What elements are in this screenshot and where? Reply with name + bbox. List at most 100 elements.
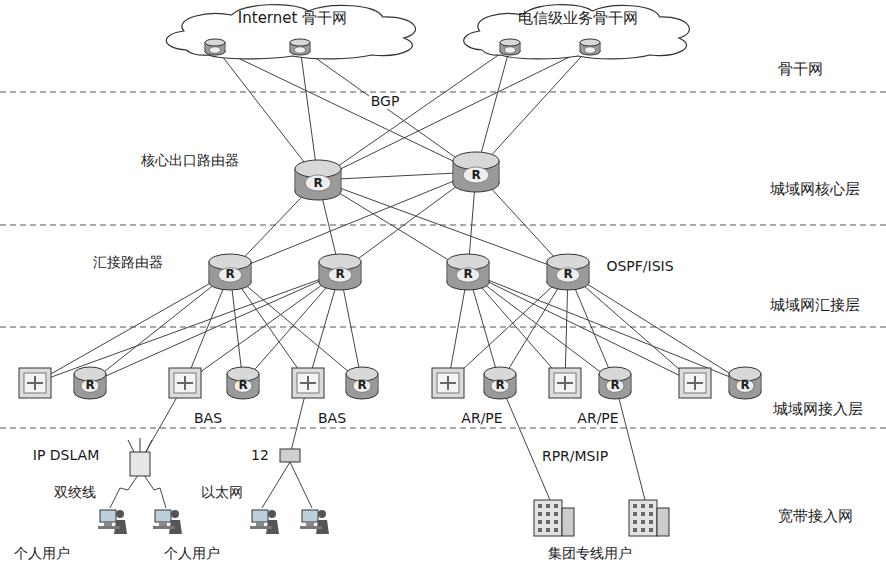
router-top: [205, 39, 225, 46]
switch-face: [174, 373, 196, 393]
router-icon: [500, 39, 520, 55]
link-wire: [476, 47, 590, 172]
router-badge: [209, 47, 220, 53]
monitor-stand: [256, 522, 264, 526]
router-letter: R: [740, 379, 749, 393]
router-icon: [453, 152, 499, 192]
router-top: [290, 39, 310, 46]
desk: [98, 526, 120, 529]
link-wire: [468, 272, 695, 383]
switch-face: [297, 373, 319, 393]
router-letter: R: [357, 379, 366, 393]
switch-arrows: [27, 376, 43, 390]
link-wire: [318, 180, 568, 272]
link-wire: [468, 272, 745, 383]
user-head: [116, 510, 124, 518]
monitor: [155, 510, 171, 522]
layer-name: 城域网核心层: [770, 181, 860, 198]
router-icon: [447, 254, 489, 290]
link-wire: [230, 172, 476, 272]
link-wire: [615, 383, 645, 500]
router-letter: R: [563, 268, 572, 282]
monitor: [100, 510, 116, 522]
dslam-icon: [128, 438, 152, 476]
router-badge: [606, 380, 624, 393]
building-wing: [562, 508, 574, 536]
router-icon: [484, 367, 516, 399]
layer-name: 城域网接入层: [773, 401, 863, 418]
layer-divider: [0, 92, 886, 93]
ethernet-wire: [262, 462, 290, 508]
router-letter: R: [225, 268, 234, 282]
router-top: [500, 39, 520, 46]
switch-body: [549, 368, 581, 398]
link-wire: [318, 172, 476, 180]
switch-face: [684, 373, 706, 393]
window: [649, 528, 653, 532]
switch-body: [292, 368, 324, 398]
router-letter: R: [495, 379, 504, 393]
switch-arrows: [300, 376, 316, 390]
switch-face: [554, 373, 576, 393]
window: [641, 512, 645, 516]
router-badge: [294, 47, 305, 53]
window: [538, 512, 542, 516]
switch-arrows: [557, 376, 573, 390]
router-top: [580, 39, 600, 46]
switch-body: [679, 368, 711, 398]
router-top: [500, 39, 520, 46]
window: [649, 504, 653, 508]
building-icon: [629, 500, 669, 536]
twisted-pair-wire: [144, 475, 166, 508]
building-body: [534, 500, 562, 536]
link-wire: [318, 47, 510, 180]
router-icon: [290, 39, 310, 55]
router-badge: [218, 268, 242, 282]
window: [554, 520, 558, 524]
pc-user-icon: [250, 510, 279, 534]
router-icon: [209, 254, 251, 290]
ethernet-switch-icon: [280, 449, 300, 462]
router-badge: [556, 268, 580, 282]
network-label: 汇接路由器: [93, 254, 163, 270]
user-head: [268, 510, 276, 518]
switch-arrows: [440, 376, 456, 390]
window: [641, 504, 645, 508]
window: [641, 528, 645, 532]
switch-arrows: [177, 376, 193, 390]
switch-body: [19, 368, 51, 398]
link-wire: [300, 47, 476, 172]
router-icon: [74, 367, 106, 399]
router-icon: [205, 39, 225, 55]
switch-body: [169, 368, 201, 398]
router-icon: [580, 39, 600, 55]
network-label: BAS: [192, 410, 224, 426]
router-letter: R: [463, 268, 472, 282]
link-wire: [230, 272, 362, 383]
window: [633, 512, 637, 516]
link-wire: [185, 272, 340, 383]
network-label: 核心出口路由器: [141, 152, 239, 168]
link-wire: [35, 272, 340, 383]
window: [538, 520, 542, 524]
dslam-antenna: [128, 438, 152, 452]
switch-body: [432, 368, 464, 398]
window: [649, 520, 653, 524]
user-head: [318, 510, 326, 518]
router-icon: [205, 39, 225, 55]
desk: [153, 526, 175, 529]
switch-icon: [432, 368, 464, 398]
router-icon: [295, 160, 341, 200]
building-body: [629, 500, 657, 536]
user-head: [171, 510, 179, 518]
router-icon: [290, 39, 310, 55]
switch-face: [24, 373, 46, 393]
switch-body: [280, 449, 300, 462]
network-label: AR/PE: [575, 410, 620, 426]
layer-name: 城域网汇接层: [770, 297, 860, 314]
router-icon: [599, 367, 631, 399]
link-wire: [448, 272, 568, 383]
router-badge: [294, 47, 305, 53]
network-label: RPR/MSIP: [540, 448, 610, 464]
